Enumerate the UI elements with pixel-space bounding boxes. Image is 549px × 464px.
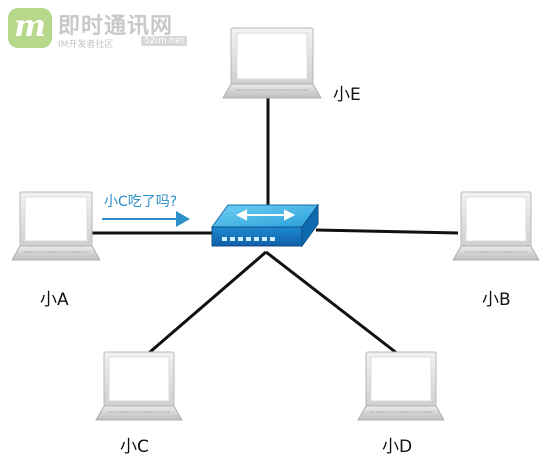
- node-label-a: 小A: [40, 290, 69, 310]
- switch-icon: [211, 203, 319, 248]
- logo-domain: 52im.net: [141, 36, 188, 46]
- logo-subtitle: IM开发者社区: [58, 40, 114, 50]
- cables: [90, 96, 459, 360]
- node-label-c: 小C: [120, 437, 149, 457]
- message-label: 小C吃了吗?: [104, 194, 178, 210]
- laptop-e-icon: [222, 27, 322, 99]
- node-label-d: 小D: [382, 437, 413, 457]
- laptop-b-icon: [452, 191, 540, 261]
- laptop-d-icon: [357, 351, 445, 421]
- cable-switch-b: [315, 228, 459, 235]
- laptop-a-icon: [11, 191, 101, 261]
- cable-switch-c: [142, 250, 267, 360]
- logo-title: 即时通讯网: [58, 14, 174, 39]
- laptop-c-icon: [95, 351, 183, 421]
- node-label-e: 小E: [333, 85, 361, 105]
- watermark-logo: m 即时通讯网 IM开发者社区 52im.net: [8, 6, 198, 56]
- node-label-b: 小B: [482, 290, 511, 310]
- cable-switch-d: [265, 250, 399, 356]
- logo-mark: m: [8, 8, 52, 48]
